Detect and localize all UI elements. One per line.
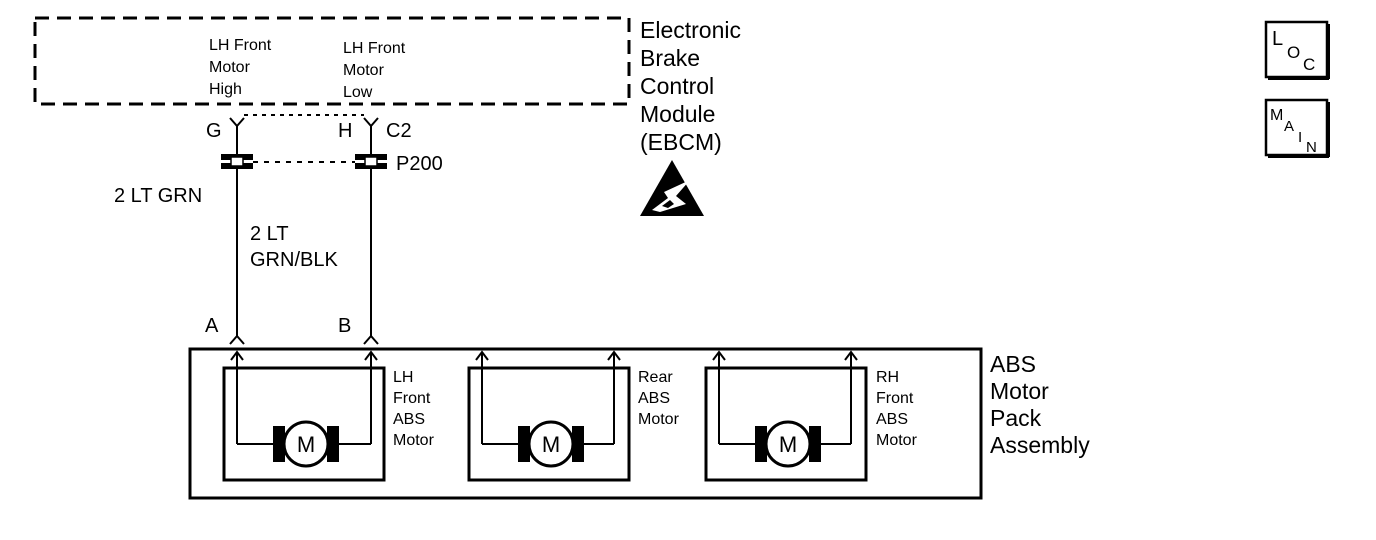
abs-motor-pack-name: ABS Motor Pack Assembly bbox=[990, 351, 1090, 458]
rh-front-abs-motor-label: RH Front ABS Motor bbox=[876, 369, 918, 449]
main-icon[interactable]: M A I N bbox=[1264, 98, 1330, 158]
svg-text:M: M bbox=[1270, 107, 1283, 124]
abs-motor-pack-box bbox=[188, 347, 983, 500]
pack-pin-b-connector bbox=[363, 334, 379, 345]
svg-text:C: C bbox=[1303, 55, 1315, 74]
c2-pin-g-label: G bbox=[206, 120, 222, 142]
c2-connector-label: C2 bbox=[386, 120, 412, 142]
lh-front-abs-motor: M bbox=[222, 350, 386, 482]
c2-pin-g-connector bbox=[229, 117, 245, 128]
pack-pin-b-label: B bbox=[338, 315, 351, 337]
motor-symbol-rh: M bbox=[779, 432, 797, 457]
wire-low-label: 2 LT GRN/BLK bbox=[250, 223, 338, 271]
c2-pin-h-label: H bbox=[338, 120, 352, 142]
svg-text:O: O bbox=[1287, 43, 1300, 62]
rear-abs-motor-label: Rear ABS Motor bbox=[638, 369, 680, 428]
rh-front-abs-motor: M bbox=[704, 350, 868, 482]
pack-pin-a-connector bbox=[229, 334, 245, 345]
motor-symbol-rear: M bbox=[542, 432, 560, 457]
p200-connector-g bbox=[221, 154, 253, 169]
p200-connector-h bbox=[355, 154, 387, 169]
rear-abs-motor: M bbox=[467, 350, 631, 482]
ebcm-pin-high-label: LH Front Motor High bbox=[209, 37, 276, 98]
ebcm-name: Electronic Brake Control Module (EBCM) bbox=[640, 17, 747, 155]
motor-symbol-lh: M bbox=[297, 432, 315, 457]
svg-text:I: I bbox=[1298, 129, 1302, 146]
esd-warning-icon bbox=[640, 160, 704, 216]
svg-text:L: L bbox=[1272, 28, 1283, 50]
wire-high-label: 2 LT GRN bbox=[114, 185, 202, 207]
loc-icon[interactable]: L O C bbox=[1264, 20, 1330, 80]
pack-pin-a-label: A bbox=[205, 315, 219, 337]
c2-pin-h-connector bbox=[363, 117, 379, 128]
lh-front-abs-motor-label: LH Front ABS Motor bbox=[393, 369, 435, 449]
svg-text:N: N bbox=[1306, 139, 1317, 156]
p200-label: P200 bbox=[396, 153, 443, 175]
ebcm-pin-low-label: LH Front Motor Low bbox=[343, 40, 410, 101]
ebcm-module-box bbox=[33, 16, 631, 106]
svg-text:A: A bbox=[1284, 118, 1294, 135]
